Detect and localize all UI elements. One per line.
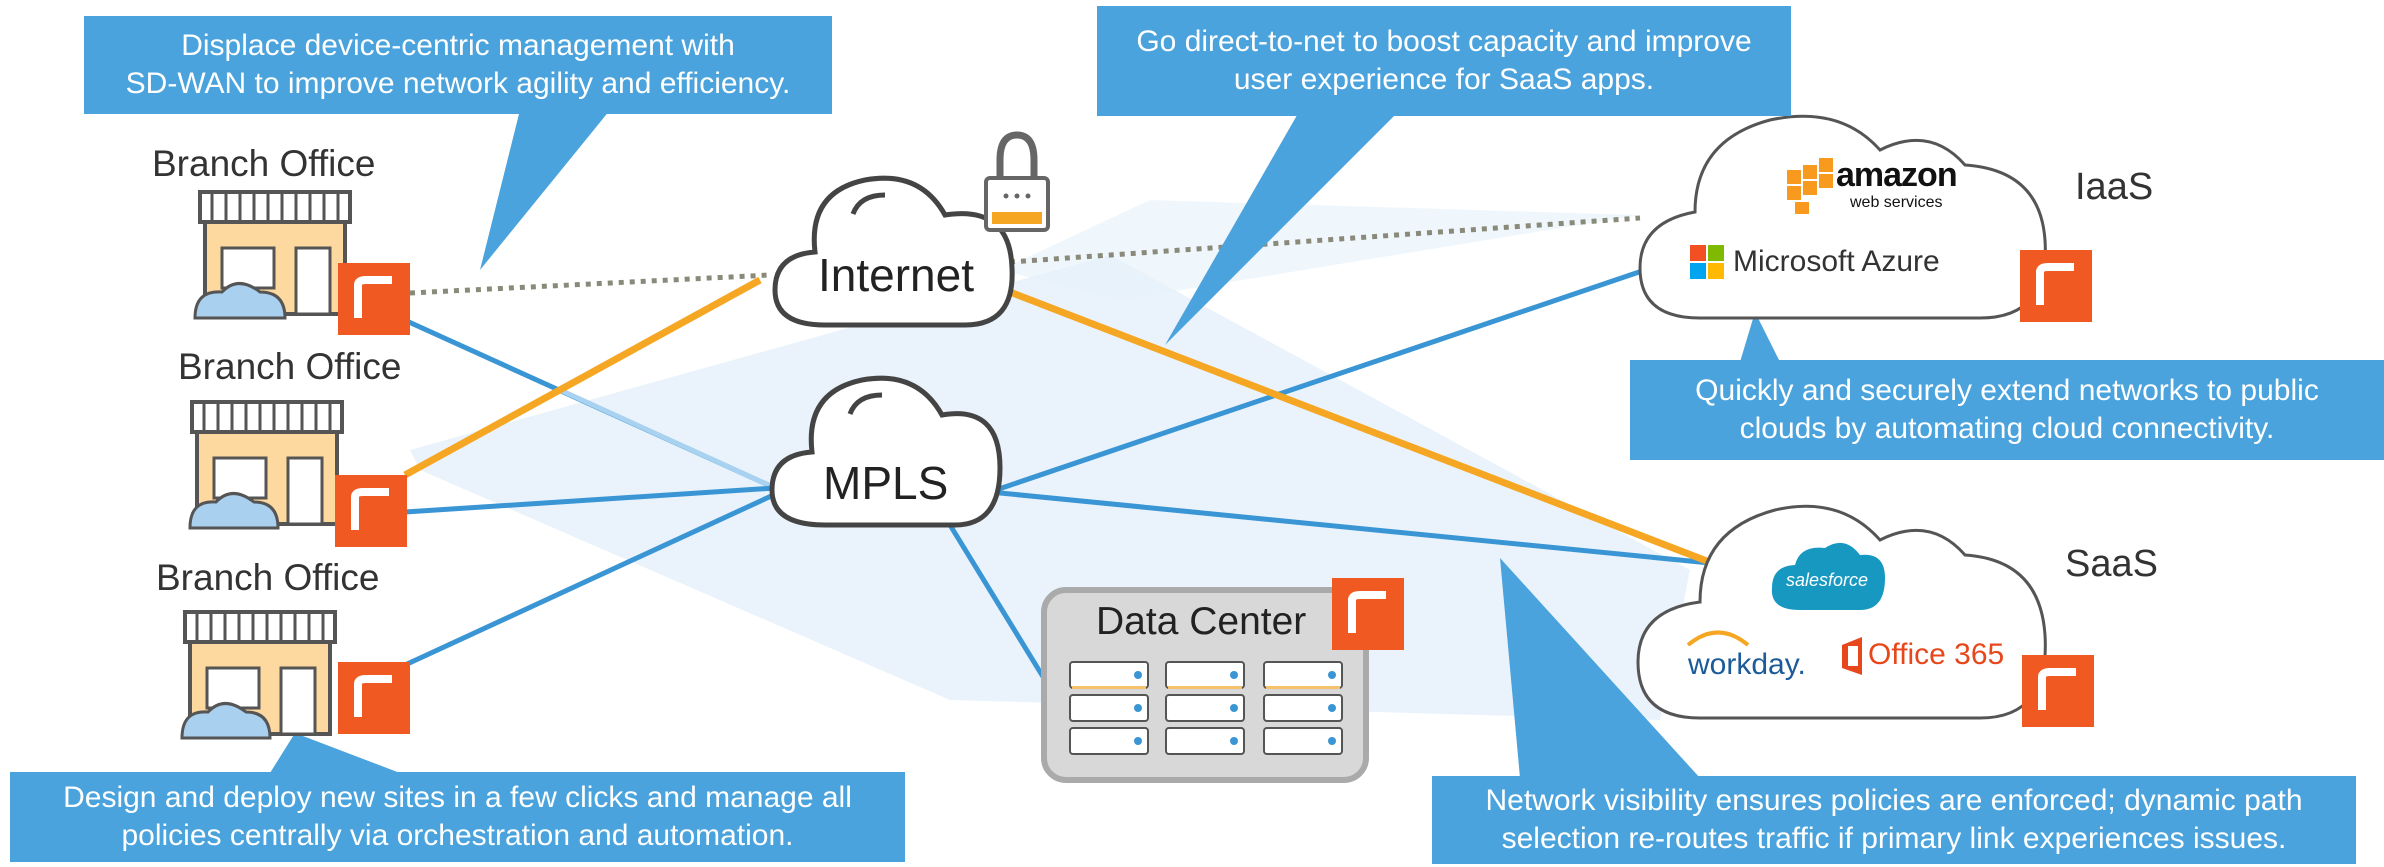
- workday-arc-icon: [1686, 630, 1750, 647]
- callout-line: user experience for SaaS apps.: [1233, 63, 1655, 96]
- branch-office-label: Branch Office: [152, 143, 376, 184]
- server-rack-icon: [1069, 661, 1343, 755]
- link-mpls-saas: [989, 489, 1711, 566]
- callout-line: selection re-routes traffic if primary l…: [1501, 822, 2287, 855]
- amazon-logo: amazon: [1836, 156, 1958, 194]
- aws-logo-subtitle: web services: [1850, 194, 1943, 211]
- workday-logo: workday.: [1688, 648, 1806, 681]
- callout-pointer-bottom-right: [1500, 558, 1700, 778]
- link-branch1-mpls-light: [558, 387, 777, 491]
- iaas-label: IaaS: [2075, 166, 2154, 208]
- callout-line: Network visibility ensures policies are …: [1485, 784, 2303, 817]
- callout-top-left: Displace device-centric management with …: [84, 16, 832, 114]
- sdwan-device-icon: [338, 662, 410, 734]
- data-center-label: Data Center: [1096, 600, 1307, 643]
- callout-bottom-right: Network visibility ensures policies are …: [1432, 776, 2356, 864]
- mpls-label: MPLS: [823, 457, 949, 509]
- callout-line: Quickly and securely extend networks to …: [1695, 374, 2319, 407]
- internet-link-saas: [1008, 288, 1714, 567]
- callout-line: Displace device-centric management with: [181, 29, 735, 62]
- lock-icon: [984, 131, 1050, 232]
- sdwan-device-icon: [338, 263, 410, 335]
- branch-building-3: [180, 610, 337, 740]
- callout-line: Go direct-to-net to boost capacity and i…: [1136, 25, 1752, 58]
- data-center: [1041, 587, 1369, 783]
- saas-cloud: [1636, 504, 2047, 720]
- office365-logo: Office 365: [1868, 638, 2005, 671]
- iaas-cloud: [1638, 114, 2047, 320]
- branch-building-1: [193, 190, 352, 320]
- callout-pointer-top-left: [480, 110, 610, 270]
- internet-cloud: [772, 175, 1015, 328]
- branch-building-2: [188, 400, 344, 530]
- callout-pointer-right: [1740, 312, 1780, 362]
- dotted-link-branch1-internet: [409, 272, 771, 296]
- link-branch3-mpls: [403, 489, 782, 668]
- callout-pointer-top-center: [1165, 110, 1400, 345]
- link-mpls-iaas: [989, 267, 1646, 495]
- callout-line: Design and deploy new sites in a few cli…: [63, 781, 852, 814]
- sdwan-device-icon: [2020, 250, 2092, 322]
- saas-label: SaaS: [2065, 543, 2158, 585]
- branch-office-label: Branch Office: [178, 346, 402, 387]
- sdwan-device-icon: [335, 475, 407, 547]
- internet-link-branch2: [403, 276, 762, 479]
- mpls-cloud: [769, 375, 1003, 528]
- callout-right-middle: Quickly and securely extend networks to …: [1630, 360, 2384, 460]
- office365-icon: [1842, 637, 1862, 675]
- callout-pointer-bottom-left: [270, 733, 400, 773]
- callout-line: clouds by automating cloud connectivity.: [1739, 412, 2275, 445]
- microsoft-logo-icon: [1690, 245, 1724, 279]
- link-mpls-datacenter: [947, 523, 1048, 682]
- aws-cube-icon: [1787, 158, 1833, 214]
- salesforce-cloud-icon: [1771, 542, 1885, 610]
- azure-logo: Microsoft Azure: [1733, 245, 1940, 278]
- branch-office-label: Branch Office: [156, 557, 380, 598]
- link-branch2-mpls: [404, 485, 776, 515]
- callout-bottom-left: Design and deploy new sites in a few cli…: [10, 772, 905, 862]
- salesforce-logo: salesforce: [1786, 570, 1869, 590]
- callout-top-center: Go direct-to-net to boost capacity and i…: [1097, 6, 1791, 116]
- callout-line: SD-WAN to improve network agility and ef…: [125, 67, 791, 100]
- callout-line: policies centrally via orchestration and…: [121, 819, 794, 852]
- internet-label: Internet: [818, 249, 974, 301]
- sdwan-device-icon: [2022, 655, 2094, 727]
- sdwan-device-icon: [1332, 578, 1404, 650]
- coverage-area-top: [1000, 200, 1640, 300]
